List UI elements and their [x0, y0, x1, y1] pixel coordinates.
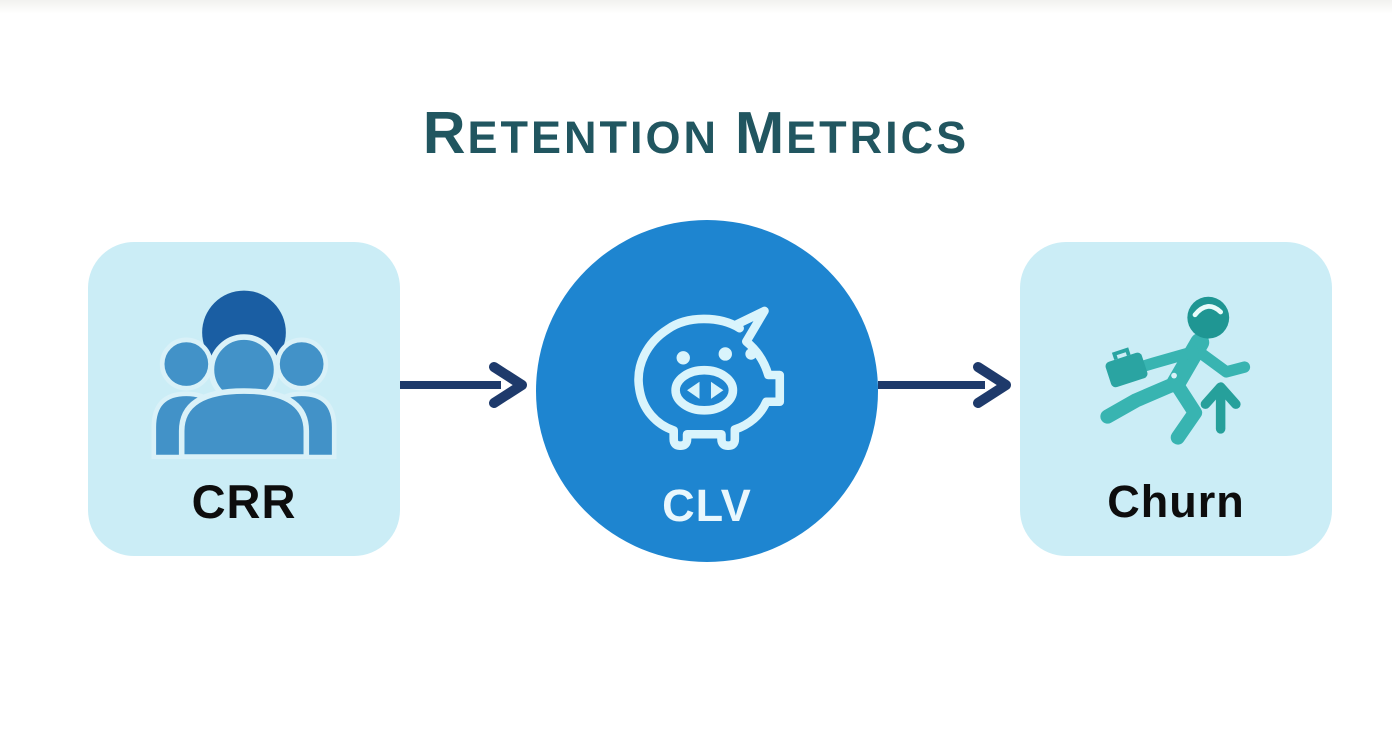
- node-crr: CRR: [88, 242, 400, 556]
- arrow-right-connector-2: [878, 362, 1011, 408]
- node-churn: Churn: [1020, 242, 1332, 556]
- up-arrow-icon: [1200, 382, 1241, 434]
- node-label-clv: CLV: [662, 480, 752, 531]
- customer-leaving-icon: [1100, 296, 1251, 445]
- page-title: RETENTION METRICS: [0, 99, 1392, 167]
- customers-group-icon: [151, 290, 337, 459]
- title-rest-2: ETRICS: [786, 112, 970, 164]
- node-label-churn: Churn: [1107, 476, 1245, 527]
- title-rest-1: ETENTION: [467, 112, 719, 164]
- top-edge-shading: [0, 0, 1392, 14]
- title-cap-2: M: [734, 100, 787, 167]
- node-label-crr: CRR: [191, 475, 297, 528]
- arrow-right-connector-1: [400, 362, 527, 408]
- piggy-bank-icon: [634, 306, 785, 450]
- briefcase-shape: [1105, 347, 1148, 388]
- node-clv: CLV: [536, 220, 878, 562]
- title-cap-1: R: [422, 100, 468, 167]
